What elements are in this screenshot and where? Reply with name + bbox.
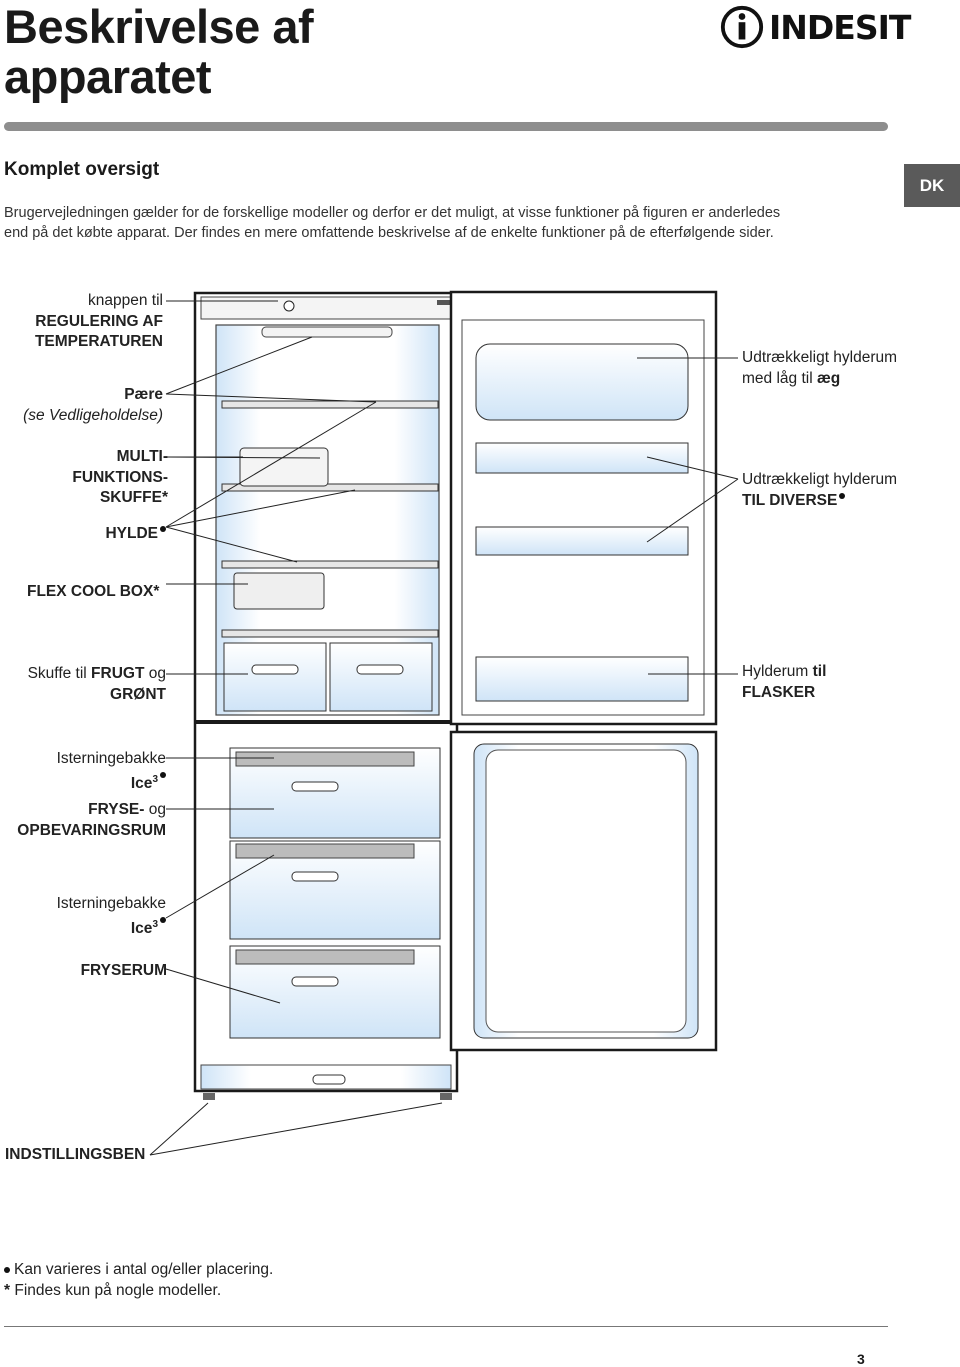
label-ice-tray-2: Isterningebakke Ice3 [0,894,166,939]
label-ice2-sup: 3 [152,918,158,930]
page-number: 3 [857,1351,865,1367]
label-flex-text: FLEX COOL BOX [27,583,154,600]
label-misc-2: TIL DIVERSE [742,491,838,509]
brand-name: INDESIT [769,8,911,47]
label-freeze-3: OPBEVARINGSRUM [17,821,166,839]
label-misc-1: Udtrækkeligt hylderum [742,471,898,488]
label-bottles-2: til [812,663,827,680]
label-multi-1: MULTI- [116,448,168,465]
flex-cool-box [233,572,325,610]
label-ice2-1: Isterningebakke [56,895,166,912]
header-rule [4,122,888,131]
indesit-logo-icon [720,5,764,49]
label-crisper-1: Skuffe til [27,665,92,682]
section-heading: Komplet oversigt [4,159,160,180]
label-bulb: Pære (se Vedligeholdelse) [0,385,163,426]
bullet-dot-icon [160,526,166,532]
fridge-door [449,290,718,726]
multi-drawer [239,447,329,487]
crisper-right [329,642,433,712]
page-title-line2: apparatet [4,50,212,103]
label-shelf: HYLDE [0,524,166,545]
intro-line-1: Brugervejledningen gælder for de forskel… [4,205,781,221]
label-thermostat-1: knappen til [88,292,163,309]
shelf-1 [221,400,439,409]
footer-rule [4,1326,888,1327]
fridge-cabinet [193,291,459,1100]
label-freezer: FRYSERUM [80,962,167,979]
label-bottles-3: FLASKER [742,683,816,701]
label-egg-3: æg [816,369,841,387]
intro-line-2: end på det købte apparat. Der findes en … [4,225,774,241]
bullet-dot-icon [839,492,846,499]
footnote-dot: Kan varieres i antal og/eller placering. [4,1261,273,1279]
label-crisper-2: FRUGT [91,665,145,682]
label-egg-compartment: Udtrækkeligt hylderum med låg til æg [742,348,897,389]
label-flex-cool-box: FLEX COOL BOX* [27,582,159,603]
intro-text: Brugervejledningen gælder for de forskel… [4,203,874,243]
label-thermostat-3: TEMPERATUREN [34,333,163,350]
label-ice1-sup: 3 [152,773,158,785]
star-mark: * [4,1282,11,1299]
label-thermostat-2: REGULERING AF [35,312,163,330]
footnote-star: * Findes kun på nogle modeller. [4,1282,221,1300]
shelf-2 [221,483,439,492]
bullet-dot-icon [4,1266,10,1273]
label-egg-2: med låg til [742,369,817,387]
freezer-door [449,730,718,1052]
label-ice1-1: Isterningebakke [56,750,166,767]
page-title-line1: Beskrivelse af [4,0,314,53]
label-crisper-3: og [144,665,166,682]
label-crisper-4: GRØNT [110,685,166,703]
bullet-dot-icon [160,771,166,778]
label-freeze-1: FRYSE- [88,801,145,818]
shelf-3 [221,560,439,569]
bottle-compartment [475,656,689,702]
leader-lines [149,300,739,1156]
label-multi-3: SKUFFE [99,489,162,506]
foot-left [203,1093,215,1100]
label-freeze-2: og [144,801,166,818]
star-mark: * [161,489,168,506]
label-crisper: Skuffe til FRUGT og GRØNT [0,664,166,705]
label-ice2-2: Ice [130,919,153,937]
egg-compartment [475,343,689,421]
label-bulb-2: (se Vedligeholdelse) [23,406,163,424]
bullet-dot-icon [160,916,166,923]
star-mark: * [153,583,160,600]
label-feet: INDSTILLINGSBEN [5,1146,146,1163]
crisper-left [223,642,327,712]
page-title: Beskrivelse af apparatet [4,0,314,103]
label-bottles-1: Hylderum [742,663,813,680]
footnote-star-text: Findes kun på nogle modeller. [14,1282,222,1299]
label-egg-1: Udtrækkeligt hylderum [742,349,898,366]
label-shelf-text: HYLDE [105,525,158,542]
label-thermostat: knappen til REGULERING AF TEMPERATUREN [0,291,163,353]
label-ice-tray-1: Isterningebakke Ice3 [0,749,166,794]
footnote-dot-text: Kan varieres i antal og/eller placering. [14,1261,274,1278]
misc-compartment [475,442,689,474]
label-multi-2: FUNKTIONS- [72,468,168,486]
thermostat-knob [283,300,295,312]
label-freeze-storage: FRYSE- og OPBEVARINGSRUM [0,800,166,841]
shelf-4 [221,629,439,638]
label-misc-compartment: Udtrækkeligt hylderum TIL DIVERSE [742,470,897,511]
label-ice1-2: Ice [130,774,153,792]
label-multi-drawer: MULTI- FUNKTIONS- SKUFFE* [0,447,168,509]
language-tab: DK [904,164,960,207]
label-bulb-1: Pære [124,386,163,403]
label-bottle-compartment: Hylderum til FLASKER [742,662,826,703]
foot-right [440,1093,452,1100]
